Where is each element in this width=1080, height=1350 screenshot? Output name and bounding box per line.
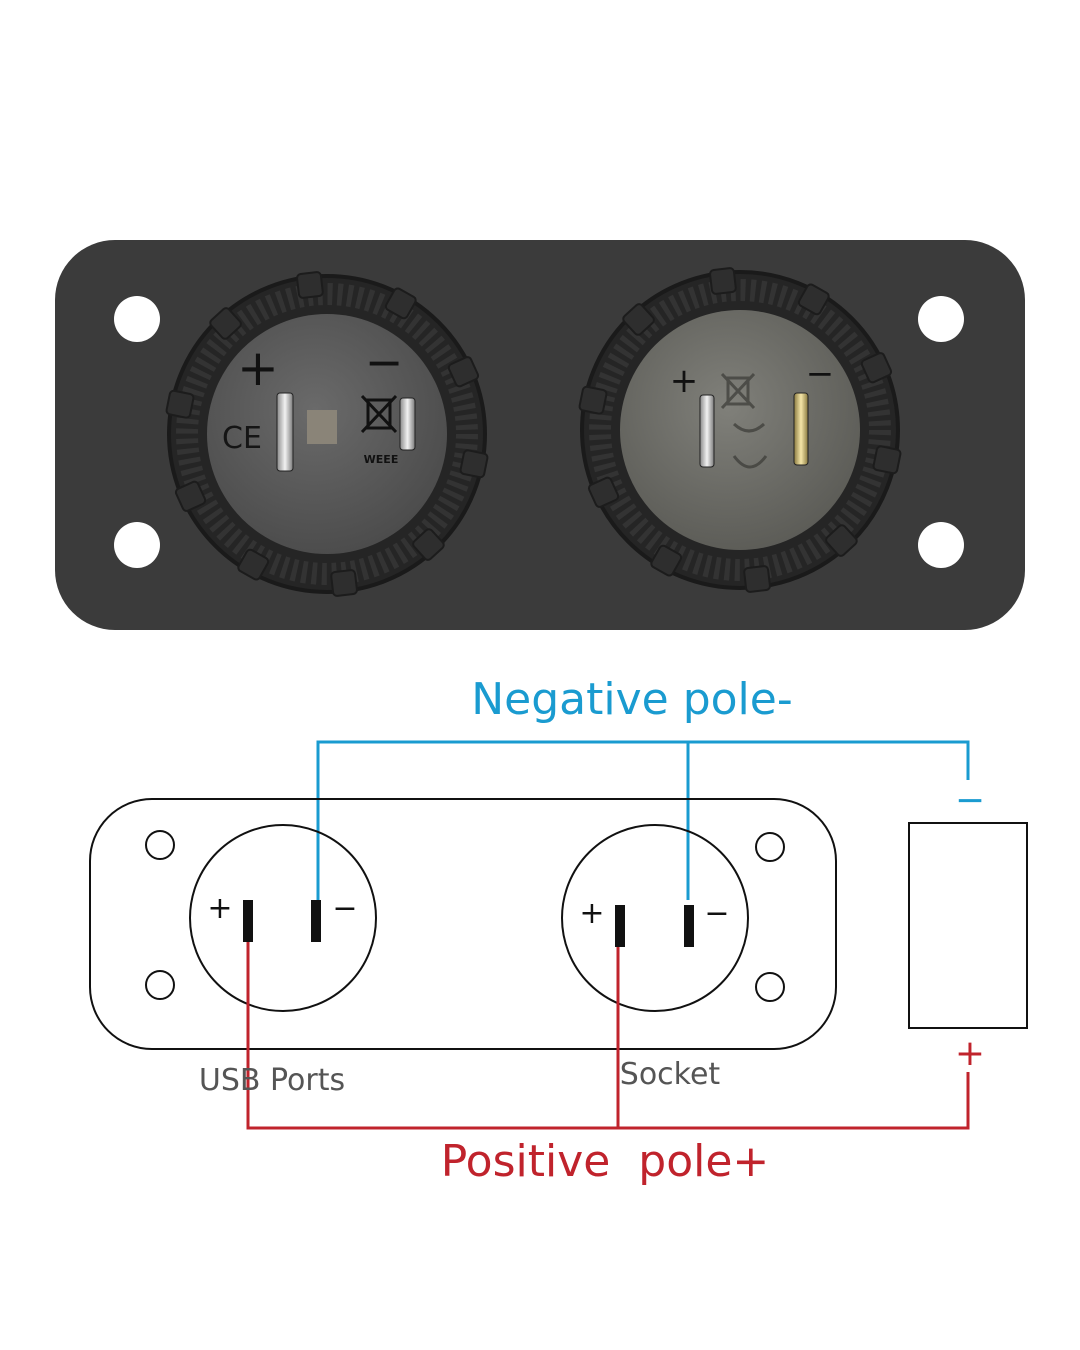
socket-plus-symbol: +	[579, 896, 604, 931]
usb-plus-mark: +	[237, 339, 279, 397]
usb-ring-tab	[174, 480, 207, 512]
socket-plus-terminal	[615, 905, 625, 947]
negative-pole-label: Negative pole-	[471, 674, 792, 725]
usb-socket-photo: + − CE WEEE	[165, 271, 489, 597]
chip-square	[307, 410, 337, 444]
socket-plus-mark: +	[670, 361, 699, 401]
socket-ring-tab	[860, 352, 893, 384]
usb-ring-tab	[459, 449, 489, 479]
socket-minus-pin	[793, 392, 809, 466]
battery-box	[908, 822, 1028, 1029]
usb-ring-tab	[384, 287, 417, 320]
usb-minus-symbol: −	[332, 891, 357, 926]
usb-ring-tab	[330, 569, 358, 597]
usb-ring-tab	[209, 307, 242, 340]
socket-minus-mark: −	[806, 354, 835, 394]
usb-ring-tab	[237, 548, 270, 581]
socket-ring-tab	[872, 445, 902, 475]
socket-minus-symbol: −	[704, 896, 729, 931]
panel-hole-top-right	[918, 296, 964, 342]
socket-label: Socket	[620, 1057, 721, 1092]
usb-ring-tab	[412, 528, 445, 561]
positive-pole-label: Positive pole+	[441, 1136, 770, 1187]
socket-ring-tab	[578, 385, 608, 415]
battery-plus-symbol: +	[955, 1033, 985, 1074]
usb-plus-symbol: +	[207, 891, 232, 926]
panel-hole-top-left	[114, 296, 160, 342]
socket-ring-tab	[587, 476, 620, 508]
usb-socket-outline	[189, 824, 377, 1012]
socket-ring-tab	[825, 524, 858, 557]
positive-wires	[246, 942, 970, 1130]
panel-hole-bottom-right	[918, 522, 964, 568]
outline-hole-top-left	[145, 830, 175, 860]
socket-ring-tab	[797, 283, 830, 316]
ce-mark: CE	[222, 421, 262, 456]
outline-hole-bottom-right	[755, 972, 785, 1002]
usb-ring-tab	[447, 356, 480, 388]
outline-hole-bottom-left	[145, 970, 175, 1000]
power-socket-outline	[561, 824, 749, 1012]
outline-hole-top-right	[755, 832, 785, 862]
panel-hole-bottom-left	[114, 522, 160, 568]
weee-bin-icon	[360, 394, 398, 434]
usb-plus-terminal	[243, 900, 253, 942]
usb-ports-label: USB Ports	[199, 1063, 345, 1098]
embossed-symbols	[720, 372, 768, 469]
usb-ring-tab	[296, 271, 324, 299]
weee-mark: WEEE	[364, 453, 399, 466]
usb-plus-pin	[276, 392, 294, 472]
socket-ring-tab	[650, 544, 683, 577]
socket-plus-pin	[699, 394, 715, 468]
power-socket-photo: + −	[578, 267, 902, 593]
usb-ring-tab	[165, 389, 195, 419]
usb-minus-pin	[399, 397, 416, 451]
socket-minus-terminal	[684, 905, 694, 947]
socket-ring-tab	[709, 267, 737, 295]
negative-wires	[316, 740, 970, 900]
usb-minus-mark: −	[365, 335, 404, 389]
battery-minus-symbol: −	[955, 780, 985, 821]
usb-minus-terminal	[311, 900, 321, 942]
terminal-bars	[243, 900, 694, 947]
panel-outline	[89, 798, 837, 1050]
socket-ring-tab	[622, 303, 655, 336]
socket-ring-tab	[743, 565, 771, 593]
